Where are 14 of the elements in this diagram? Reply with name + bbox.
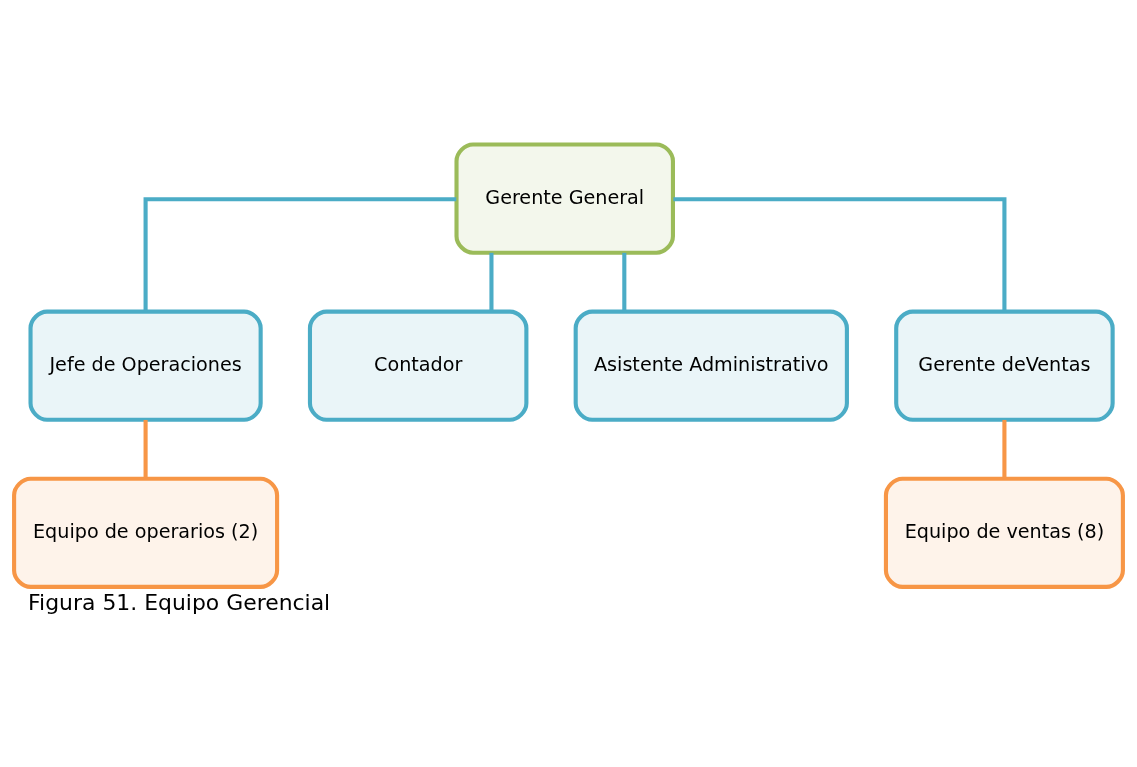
connector: [673, 197, 1007, 312]
node-box: Jefe de Operaciones: [28, 309, 263, 422]
connector: [143, 197, 457, 312]
node-box: Gerente General: [454, 142, 675, 255]
caption: Figura 51. Equipo Gerencial: [28, 589, 331, 615]
connector: [489, 252, 494, 312]
node-box: Gerente deVentas: [894, 309, 1115, 422]
connector: [143, 419, 148, 479]
node-box: Equipo de operarios (2): [12, 476, 280, 589]
connector: [1002, 419, 1007, 479]
node-box: Contador: [307, 309, 529, 422]
node-box: Equipo de ventas (8): [883, 476, 1125, 589]
connector: [622, 252, 627, 312]
node-box: Asistente Administrativo: [573, 309, 849, 422]
